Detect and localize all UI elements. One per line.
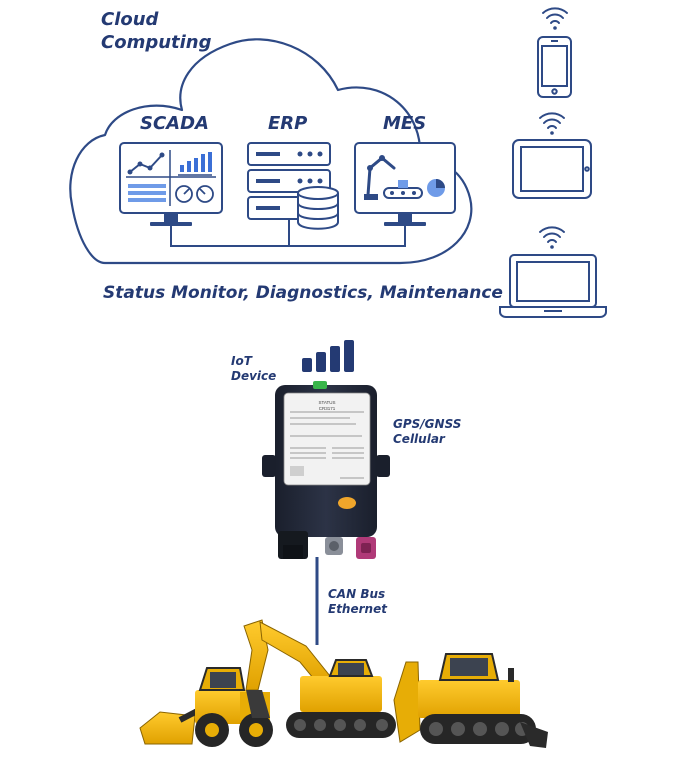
mes-monitor-icon [354, 142, 456, 226]
device-label-model: CR3171 [319, 406, 336, 411]
system-label-erp: ERP [268, 113, 308, 134]
bus-label-line1: CAN Bus [328, 587, 386, 601]
system-label-scada: SCADA [140, 113, 209, 134]
tablet-icon [512, 139, 592, 199]
smartphone-icon [537, 36, 572, 98]
construction-machines-icon [139, 619, 548, 748]
cloud-title-line2: Computing [101, 32, 212, 53]
erp-server-icon [247, 142, 339, 231]
wheel-loader [139, 667, 273, 747]
cloud-title-line1: Cloud [101, 9, 159, 30]
wifi-icon [539, 7, 568, 249]
bus-label-line2: Ethernet [328, 602, 387, 616]
iot-label-line1: IoT [231, 354, 252, 368]
bulldozer [393, 653, 548, 748]
gps-label-line1: GPS/GNSS [393, 417, 462, 431]
excavator [243, 619, 396, 738]
cloud-icon [69, 38, 473, 265]
device-label-title: STATUS [318, 400, 335, 405]
network-lines [170, 226, 406, 247]
system-label-mes: MES [383, 113, 427, 134]
signal-bars-icon [302, 340, 354, 372]
cloud-caption: Status Monitor, Diagnostics, Maintenance [103, 283, 503, 303]
iot-label-line2: Device [231, 369, 277, 383]
scada-monitor-icon [119, 142, 223, 226]
iot-device-icon: STATUS CR3171 [262, 381, 390, 559]
gps-label-line2: Cellular [393, 432, 445, 446]
laptop-icon [499, 254, 607, 318]
